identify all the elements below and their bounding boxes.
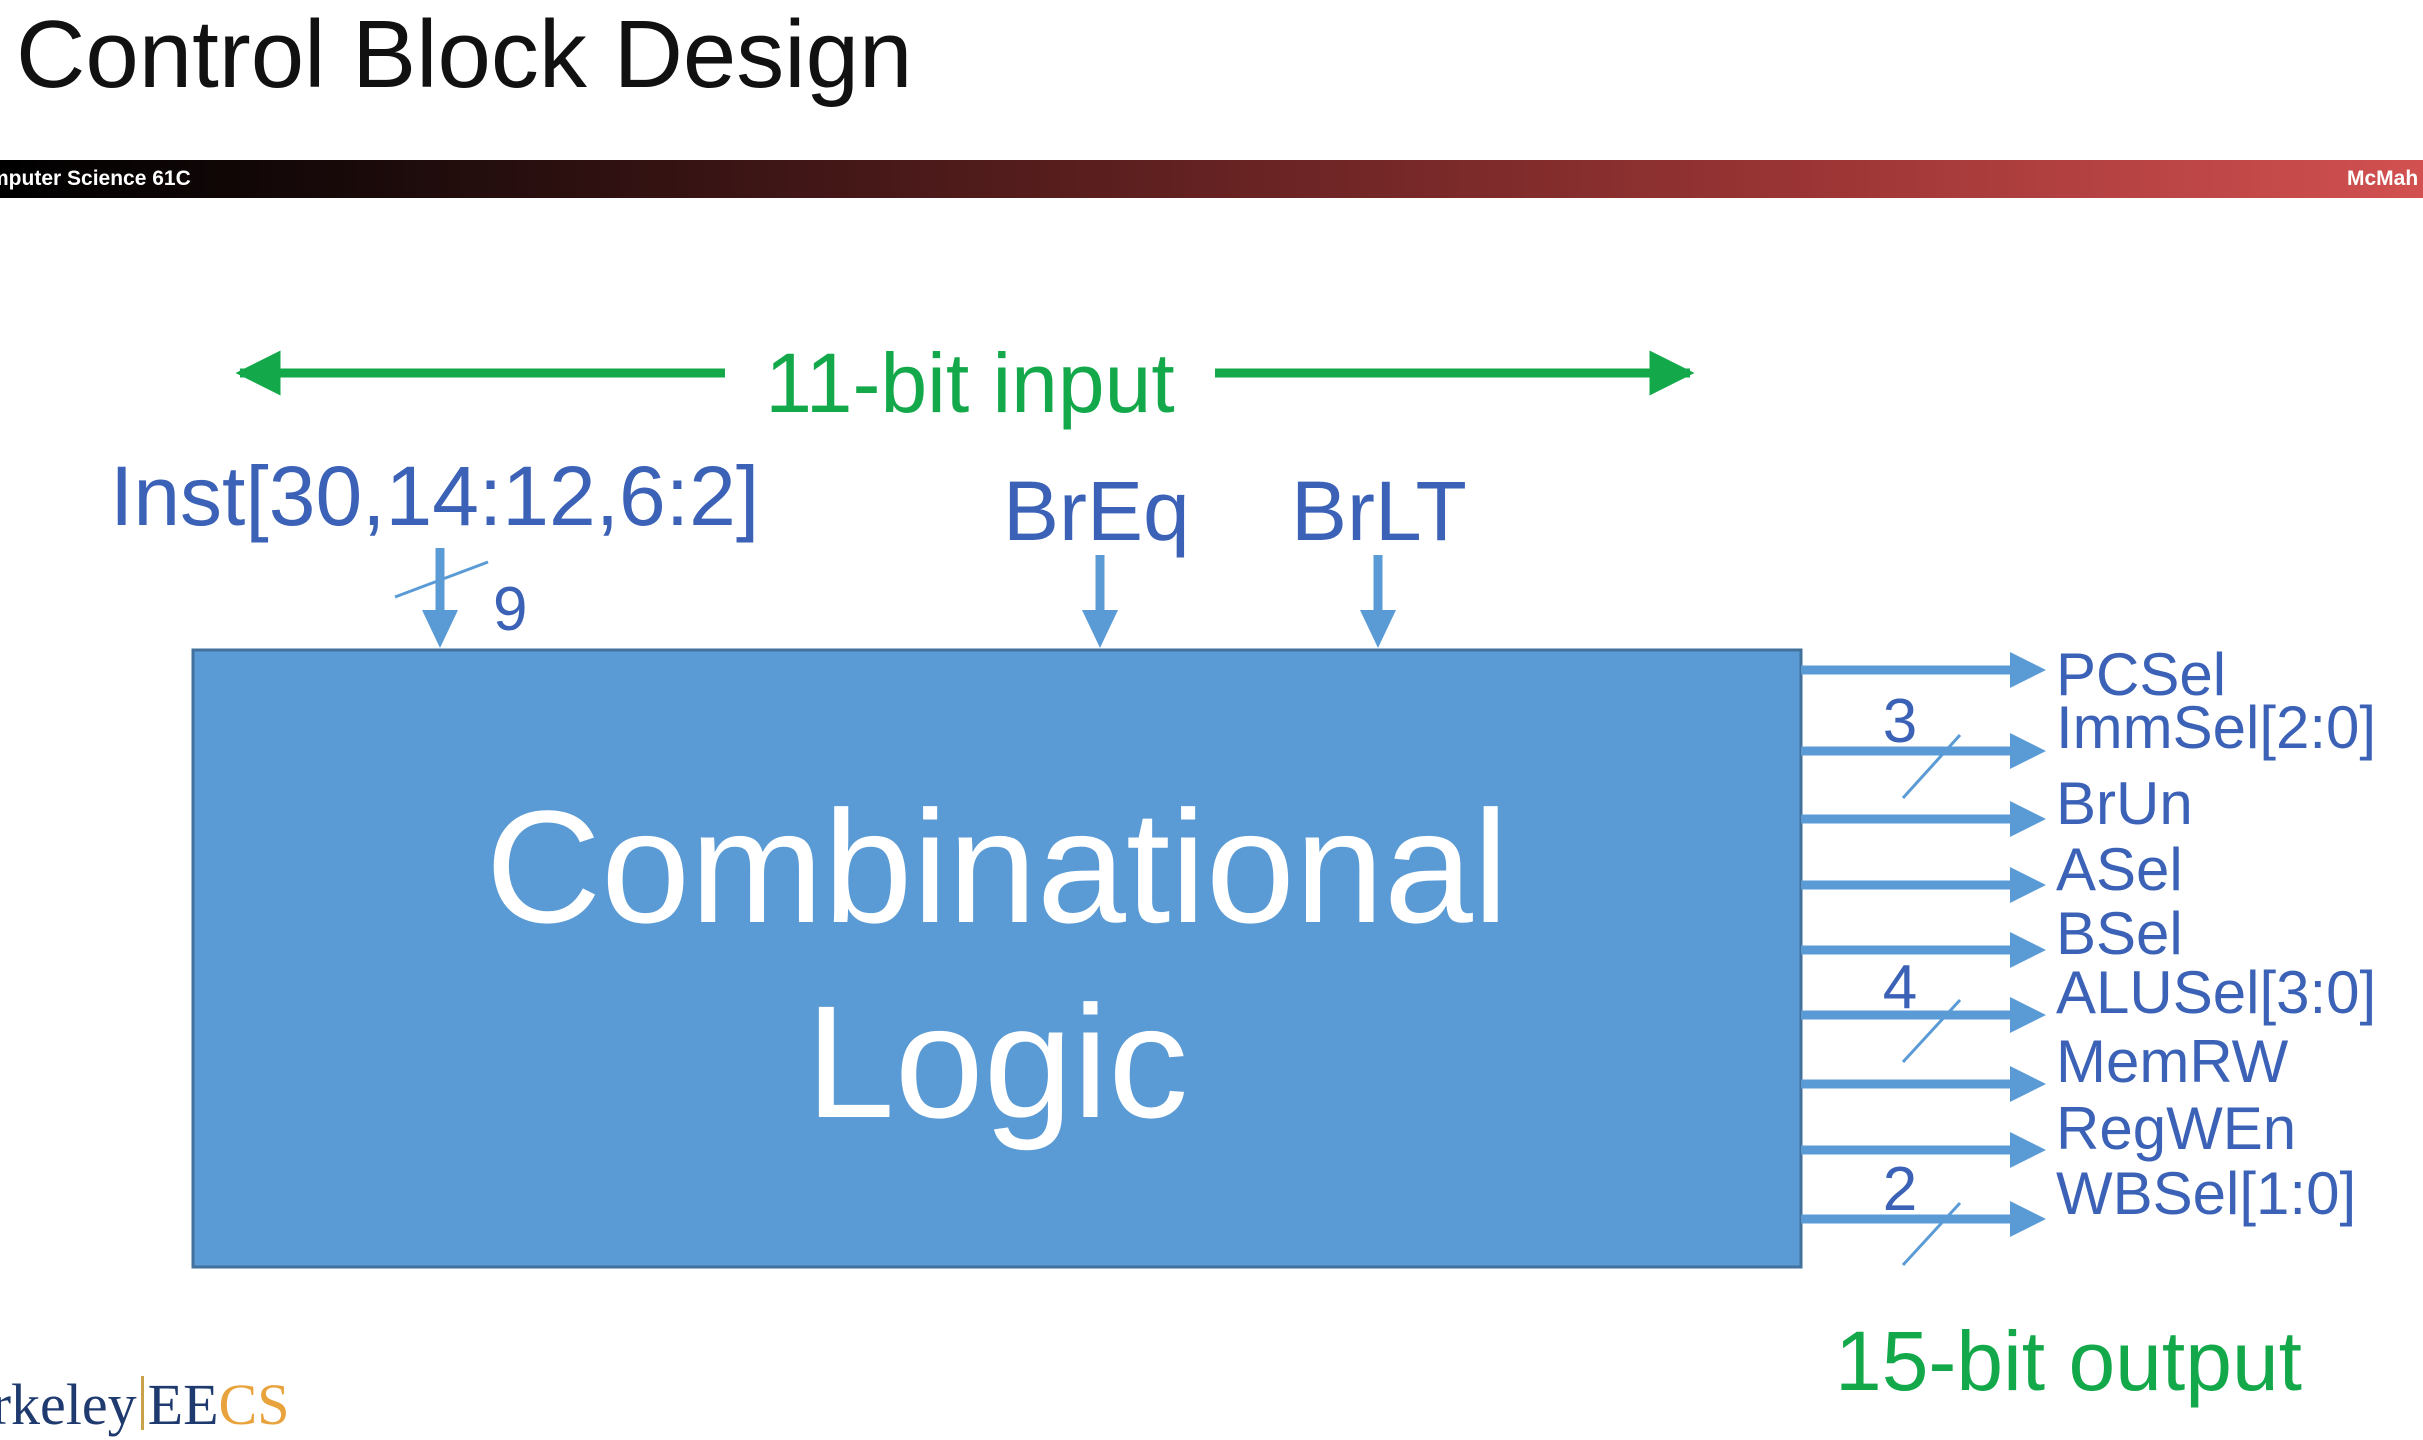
bus-width-wbsel: 2: [1883, 1155, 1917, 1224]
output-label-brun: BrUn: [2056, 770, 2193, 837]
output-label-asel: ASel: [2056, 836, 2183, 903]
block-label-line1: Combinational: [486, 777, 1509, 956]
bus-slash-immsel: [1901, 733, 1962, 800]
combinational-logic-block: [191, 648, 1803, 1269]
output-asel: ASel: [1801, 836, 2183, 903]
input-label-inst: Inst[30,14:12,6:2]: [110, 449, 759, 543]
block-label-line2: Logic: [806, 972, 1189, 1151]
output-label-wbsel: WBSel[1:0]: [2056, 1160, 2356, 1227]
output-immsel: 3 ImmSel[2:0]: [1801, 687, 2376, 800]
logo-cs-text: CS: [218, 1372, 290, 1437]
input-width-annotation: 11-bit input: [235, 336, 1695, 430]
header-bar: mputer Science 61C McMah: [0, 160, 2423, 198]
course-label: mputer Science 61C: [0, 167, 191, 190]
input-width-label: 11-bit input: [765, 336, 1174, 430]
output-label-pcsel: PCSel: [2056, 641, 2226, 708]
bus-width-immsel: 3: [1883, 687, 1917, 756]
output-label-memrw: MemRW: [2056, 1028, 2289, 1095]
output-brun: BrUn: [1801, 770, 2193, 837]
input-arrow-brlt: [1360, 555, 1396, 648]
bus-slash-alusel: [1901, 998, 1962, 1064]
output-signals: PCSel 3 ImmSel[2:0] BrUn ASel BSel: [1801, 641, 2376, 1267]
instructor-label: McMah: [2347, 167, 2419, 190]
bus-slash-inst: [394, 560, 489, 599]
output-width-label: 15-bit output: [1835, 1314, 2302, 1408]
output-label-immsel: ImmSel[2:0]: [2056, 694, 2376, 761]
output-bsel: BSel: [1801, 900, 2183, 968]
output-pcsel: PCSel: [1801, 641, 2226, 708]
bus-slash-wbsel: [1901, 1201, 1962, 1267]
berkeley-eecs-logo: erkeleyEECS: [0, 1370, 289, 1440]
bus-width-inst: 9: [493, 575, 527, 644]
output-memrw: MemRW: [1801, 1028, 2289, 1102]
bus-width-alusel: 4: [1883, 953, 1917, 1022]
input-label-breq: BrEq: [1003, 464, 1190, 558]
output-wbsel: 2 WBSel[1:0]: [1801, 1155, 2356, 1267]
output-label-alusel: ALUSel[3:0]: [2056, 959, 2376, 1026]
output-alusel: 4 ALUSel[3:0]: [1801, 953, 2376, 1064]
output-label-bsel: BSel: [2056, 900, 2183, 967]
input-arrow-inst: 9: [394, 548, 527, 648]
logo-ee-text: EE: [147, 1372, 219, 1437]
logo-berkeley-text: erkeley: [0, 1372, 137, 1437]
output-label-regwen: RegWEn: [2056, 1095, 2296, 1162]
output-regwen: RegWEn: [1801, 1095, 2296, 1168]
logo-divider: [140, 1376, 144, 1430]
input-label-brlt: BrLT: [1291, 464, 1467, 558]
slide-title: Control Block Design: [16, 1, 913, 108]
input-arrow-breq: [1082, 555, 1118, 648]
